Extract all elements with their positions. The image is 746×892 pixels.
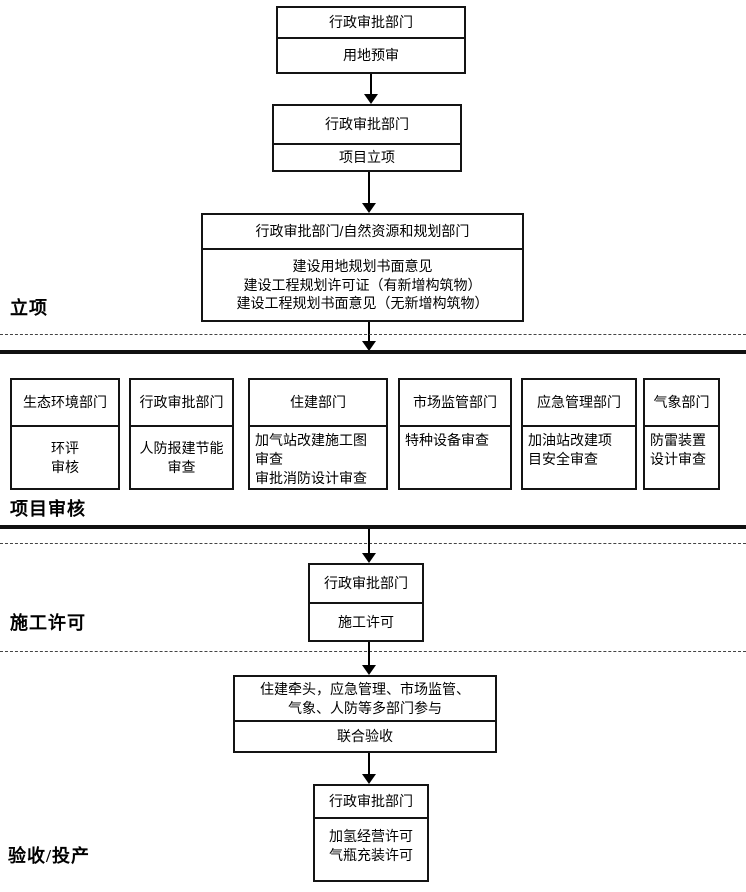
section-label-acceptance-operation: 验收/投产 bbox=[8, 846, 91, 866]
flow-box-operation-license-header: 行政审批部门 bbox=[315, 786, 427, 819]
flow-box-construction-permit: 行政审批部门 施工许可 bbox=[308, 563, 424, 642]
arrow-head bbox=[362, 341, 376, 351]
arrow-head bbox=[362, 203, 376, 213]
flow-box-eco-environment-body: 环评 审核 bbox=[51, 439, 79, 475]
flow-box-construction-permit-header: 行政审批部门 bbox=[310, 565, 422, 604]
flow-box-project-initiation-body: 项目立项 bbox=[339, 149, 395, 166]
flow-box-housing-construction-body: 加气站改建施工图 审查 审批消防设计审查 bbox=[255, 432, 367, 486]
flow-box-operation-license: 行政审批部门 加氢经营许可 气瓶充装许可 bbox=[313, 784, 429, 882]
section-divider-solid-2 bbox=[0, 525, 746, 529]
flow-box-eco-environment-header: 生态环境部门 bbox=[12, 380, 118, 427]
flow-box-emergency-management-header: 应急管理部门 bbox=[523, 380, 635, 427]
arrow-stem bbox=[368, 322, 370, 342]
arrow-stem bbox=[368, 753, 370, 775]
flow-box-meteorological-header: 气象部门 bbox=[645, 380, 718, 427]
flow-box-joint-acceptance-body: 联合验收 bbox=[337, 728, 393, 745]
flow-box-admin-approval-civil-defense: 行政审批部门 人防报建节能 审查 bbox=[129, 378, 234, 490]
section-label-construction-permit: 施工许可 bbox=[10, 613, 86, 633]
flow-arrow-2 bbox=[362, 172, 376, 213]
arrow-head bbox=[364, 94, 378, 104]
flow-box-meteorological: 气象部门 防雷装置 设计审查 bbox=[643, 378, 720, 490]
flow-box-land-pre-review-header: 行政审批部门 bbox=[278, 8, 464, 39]
flow-box-planning-opinion-header: 行政审批部门/自然资源和规划部门 bbox=[203, 215, 522, 250]
flow-arrow-6 bbox=[362, 753, 376, 784]
section-divider-dashed-2 bbox=[0, 543, 746, 544]
flow-box-housing-construction-header: 住建部门 bbox=[250, 380, 386, 427]
arrow-stem bbox=[368, 172, 370, 204]
flow-box-planning-opinion: 行政审批部门/自然资源和规划部门 建设用地规划书面意见 建设工程规划许可证（有新… bbox=[201, 213, 524, 322]
flow-box-emergency-management-body: 加油站改建项 目安全审查 bbox=[528, 432, 612, 467]
arrow-stem bbox=[368, 642, 370, 666]
flow-arrow-1 bbox=[364, 74, 378, 104]
flow-box-housing-construction: 住建部门 加气站改建施工图 审查 审批消防设计审查 bbox=[248, 378, 388, 490]
flow-box-meteorological-body: 防雷装置 设计审查 bbox=[650, 432, 706, 467]
flow-arrow-5 bbox=[362, 642, 376, 675]
flow-box-joint-acceptance-header: 住建牵头，应急管理、市场监管、 气象、人防等多部门参与 bbox=[235, 677, 495, 722]
flow-box-eco-environment: 生态环境部门 环评 审核 bbox=[10, 378, 120, 490]
flow-box-project-initiation-header: 行政审批部门 bbox=[274, 106, 460, 145]
flow-box-market-supervision-header: 市场监管部门 bbox=[400, 380, 510, 427]
flow-box-operation-license-body: 加氢经营许可 气瓶充装许可 bbox=[329, 828, 413, 863]
arrow-head bbox=[362, 553, 376, 563]
section-divider-dashed-3 bbox=[0, 651, 746, 652]
section-label-project-review: 项目审核 bbox=[10, 499, 86, 519]
flow-arrow-3 bbox=[362, 322, 376, 351]
arrow-head bbox=[362, 665, 376, 675]
flow-box-land-pre-review-body: 用地预审 bbox=[343, 47, 399, 64]
arrow-head bbox=[362, 774, 376, 784]
flow-box-emergency-management: 应急管理部门 加油站改建项 目安全审查 bbox=[521, 378, 637, 490]
flow-box-planning-opinion-body: 建设用地规划书面意见 建设工程规划许可证（有新增构筑物） 建设工程规划书面意见（… bbox=[236, 257, 489, 312]
flow-box-construction-permit-body: 施工许可 bbox=[338, 613, 394, 630]
flow-box-project-initiation: 行政审批部门 项目立项 bbox=[272, 104, 462, 172]
flow-box-land-pre-review: 行政审批部门 用地预审 bbox=[276, 6, 466, 74]
arrow-stem bbox=[370, 74, 372, 95]
section-label-initiation: 立项 bbox=[10, 298, 48, 318]
flow-box-joint-acceptance: 住建牵头，应急管理、市场监管、 气象、人防等多部门参与 联合验收 bbox=[233, 675, 497, 753]
flow-box-admin-approval-civil-defense-header: 行政审批部门 bbox=[131, 380, 232, 427]
arrow-stem bbox=[368, 529, 370, 554]
flow-arrow-4 bbox=[362, 529, 376, 563]
section-divider-solid-1 bbox=[0, 350, 746, 354]
section-divider-dashed-1 bbox=[0, 334, 746, 335]
flow-box-market-supervision-body: 特种设备审查 bbox=[405, 432, 489, 448]
flow-box-market-supervision: 市场监管部门 特种设备审查 bbox=[398, 378, 512, 490]
flow-box-admin-approval-civil-defense-body: 人防报建节能 审查 bbox=[139, 439, 224, 475]
